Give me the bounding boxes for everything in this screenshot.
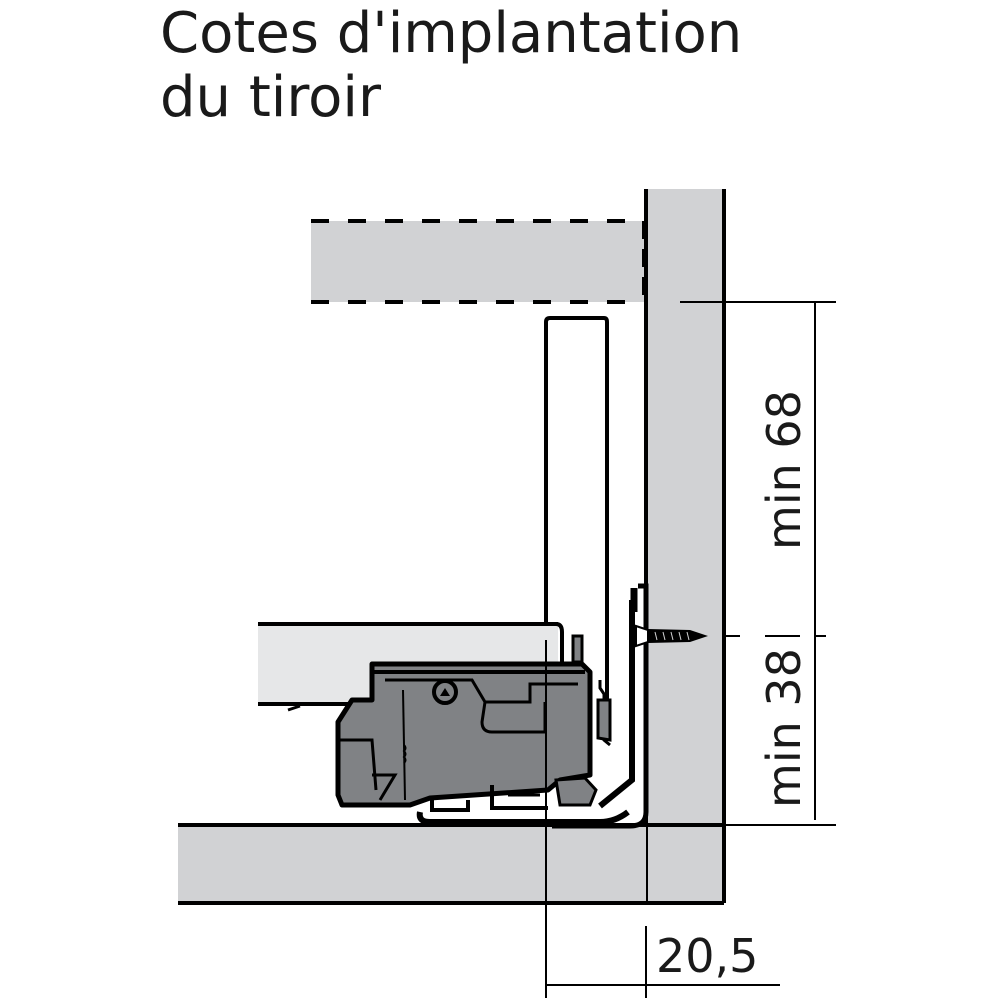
mounting-screw: [635, 624, 708, 648]
dimension-lower-label: min 38: [757, 648, 811, 808]
dimension-min-68: min 68: [757, 390, 811, 550]
title-line-1: Cotes d'implantation: [160, 1, 743, 66]
dimension-lines: [545, 301, 836, 998]
upper-shelf-panel: [311, 219, 646, 304]
runner-bracket: [552, 583, 649, 829]
dimension-20-5: 20,5: [656, 929, 758, 983]
cabinet-side-wall: [644, 189, 726, 903]
drawer-side-profile: [544, 316, 609, 700]
page-title: Cotes d'implantation du tiroir: [160, 2, 742, 130]
cabinet-bottom-panel: [178, 823, 724, 905]
runner-mechanism: [335, 634, 630, 825]
title-line-2: du tiroir: [160, 65, 381, 130]
dimension-upper-label: min 68: [757, 390, 811, 550]
dimension-min-38: min 38: [757, 648, 811, 808]
